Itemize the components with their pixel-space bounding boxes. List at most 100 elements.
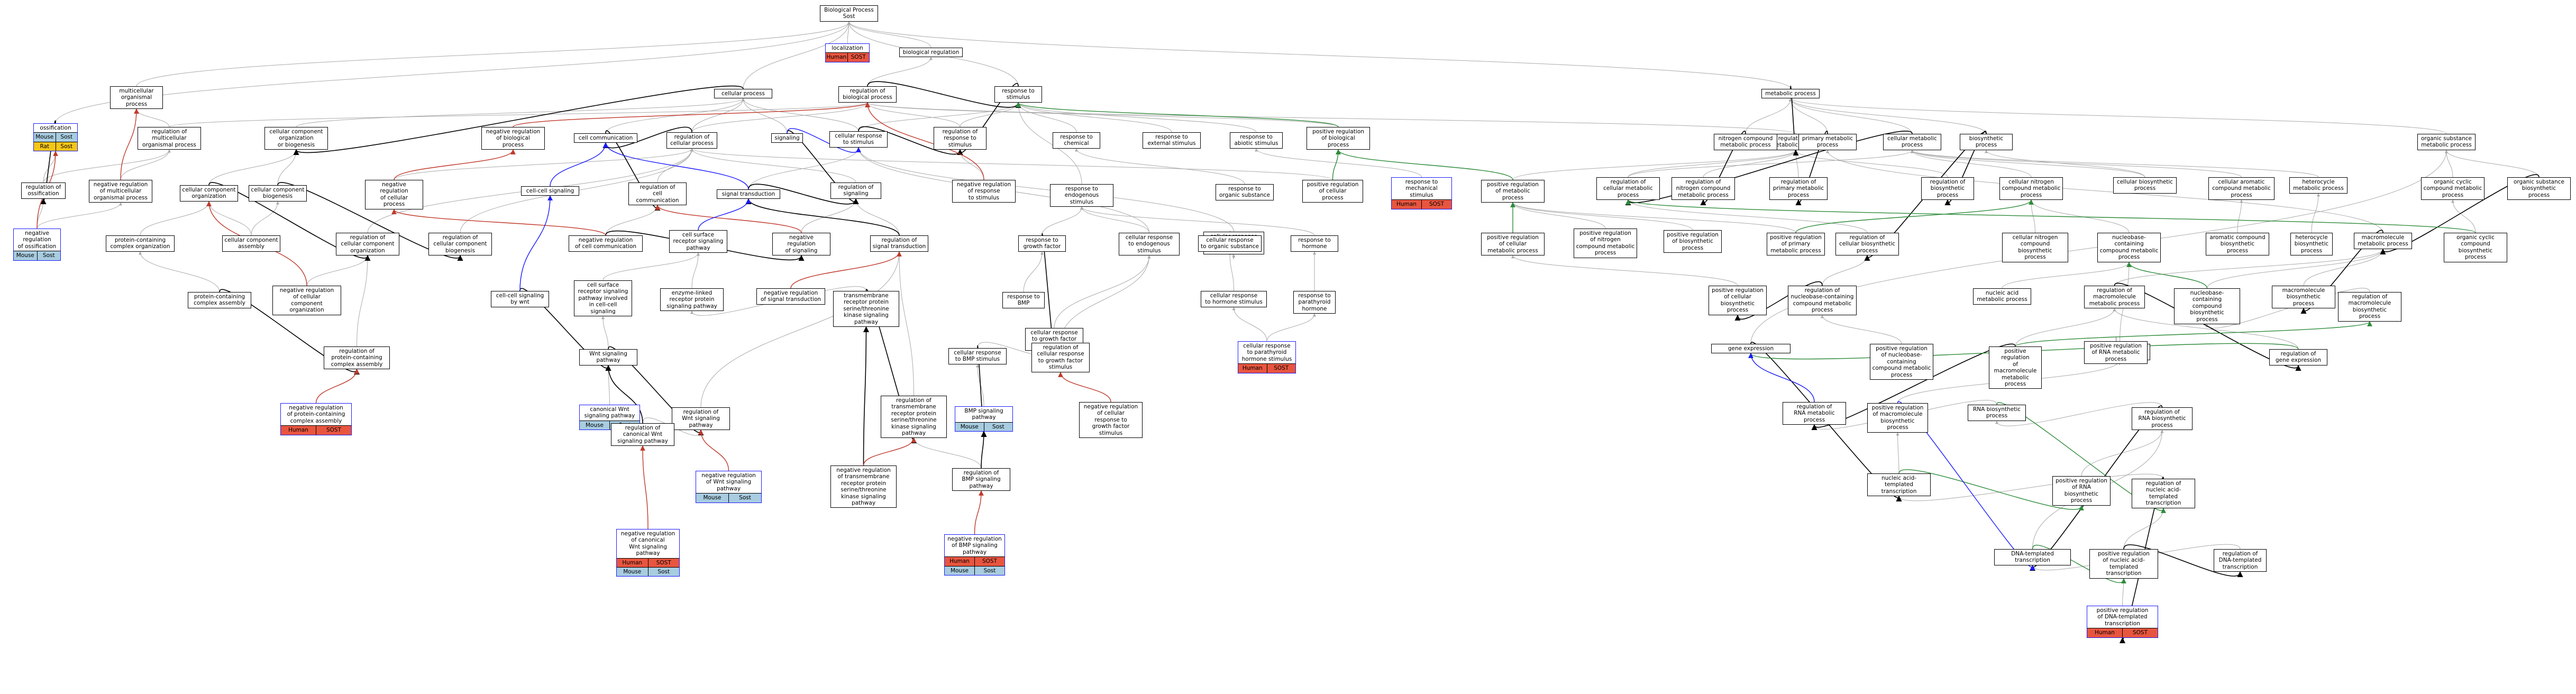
go-term-node[interactable]: negative regulation of transmembrane rec… [830, 465, 897, 508]
go-term-node[interactable]: cellular response to parathyroid hormone… [1238, 341, 1296, 373]
go-term-node[interactable]: signal transduction [717, 189, 780, 199]
go-term-node[interactable]: positive regulation of macromolecule bio… [1867, 403, 1928, 433]
go-term-node[interactable]: negative regulation of multicellular org… [89, 180, 152, 203]
go-term-node[interactable]: negative regulation of Wnt signaling pat… [696, 471, 762, 503]
go-term-node[interactable]: negative regulation of cell communicatio… [569, 235, 643, 252]
go-term-node[interactable]: positive regulation of primary metabolic… [1767, 233, 1825, 256]
go-term-node[interactable]: regulation of BMP signaling pathway [952, 468, 1010, 491]
go-term-node[interactable]: RNA biosynthetic process [1968, 405, 2026, 421]
go-term-node[interactable]: regulation of transmembrane receptor pro… [881, 396, 947, 439]
go-term-node[interactable]: regulation of cellular process [666, 132, 717, 149]
go-term-node[interactable]: negative regulation of BMP signaling pat… [944, 534, 1005, 576]
go-term-node[interactable]: transmembrane receptor protein serine/th… [833, 291, 899, 327]
go-term-node[interactable]: response to parathyroid hormone [1293, 291, 1336, 314]
go-term-node[interactable]: response to hormone [1291, 235, 1338, 252]
go-term-node[interactable]: regulation of nucleobase-containing comp… [1788, 286, 1857, 315]
go-term-node[interactable]: cell communication [574, 133, 637, 143]
go-term-node[interactable]: regulation of Wnt signaling pathway [672, 407, 730, 431]
go-term-node[interactable]: cellular response to organic substance [1198, 235, 1262, 252]
go-term-node[interactable]: multicellular organismal process [110, 86, 163, 109]
go-term-node[interactable]: response to abiotic stimulus [1230, 132, 1283, 149]
go-term-node[interactable]: regulation of signal transduction [870, 235, 928, 252]
go-term-node[interactable]: cellular response to hormone stimulus [1201, 291, 1267, 307]
go-term-node[interactable]: regulation of cellular biosynthetic proc… [1835, 233, 1899, 256]
go-term-node[interactable]: cellular response to endogenous stimulus [1119, 233, 1180, 256]
go-term-node[interactable]: positive regulation of macromolecule met… [1989, 346, 2042, 389]
go-term-node[interactable]: regulation of cellular component organiz… [336, 233, 399, 256]
go-term-node[interactable]: cellular component biogenesis [249, 185, 307, 202]
go-term-node[interactable]: positive regulation of cellular biosynth… [1709, 286, 1767, 315]
go-term-node[interactable]: regulation of RNA biosynthetic process [2132, 407, 2193, 431]
go-term-node[interactable]: cell surface receptor signaling pathway [669, 230, 727, 253]
go-term-node[interactable]: Biological Process Sost [820, 5, 878, 22]
go-term-node[interactable]: DNA-templated transcription [1994, 549, 2071, 565]
go-term-node[interactable]: regulation of macromolecule biosynthetic… [2338, 292, 2401, 322]
go-term-node[interactable]: regulation of ossification [21, 182, 66, 199]
go-term-node[interactable]: regulation of gene expression [2269, 349, 2327, 366]
go-term-node[interactable]: cellular response to BMP stimulus [948, 348, 1007, 364]
go-term-node[interactable]: protein-containing complex assembly [188, 292, 251, 308]
go-term-node[interactable]: response to growth factor [1018, 235, 1066, 252]
go-term-node[interactable]: positive regulation of nucleic acid-temp… [2089, 549, 2158, 579]
go-term-node[interactable]: regulation of nucleic acid-templated tra… [2132, 479, 2195, 508]
go-term-node[interactable]: positive regulation of biological proces… [1307, 127, 1370, 150]
go-term-node[interactable]: regulation of nitrogen compound metaboli… [1671, 177, 1735, 200]
go-term-node[interactable]: positive regulation of nitrogen compound… [1574, 229, 1637, 258]
go-term-node[interactable]: cellular biosynthetic process [2113, 177, 2177, 194]
go-term-node[interactable]: regulation of primary metabolic process [1769, 177, 1828, 200]
go-term-node[interactable]: regulation of cell communication [628, 182, 687, 206]
go-term-node[interactable]: protein-containing complex organization [106, 235, 175, 252]
go-term-node[interactable]: organic cyclic compound biosynthetic pro… [2444, 233, 2507, 262]
go-term-node[interactable]: heterocycle metabolic process [2289, 177, 2347, 194]
go-term-node[interactable]: regulation of cellular metabolic process [1596, 177, 1660, 200]
go-term-node[interactable]: regulation of macromolecule metabolic pr… [2084, 286, 2145, 309]
go-term-node[interactable]: positive regulation of metabolic process [1481, 180, 1545, 203]
go-term-node[interactable]: regulation of response to stimulus [934, 127, 986, 150]
go-term-node[interactable]: cellular component organization [180, 185, 238, 202]
go-term-node[interactable]: cell-cell signaling by wnt [491, 291, 549, 307]
go-term-node[interactable]: regulation of cellular component biogene… [428, 233, 492, 256]
go-term-node[interactable]: response to endogenous stimulus [1050, 184, 1113, 207]
go-term-node[interactable]: metabolic process [1761, 89, 1820, 99]
go-term-node[interactable]: cell-cell signaling [521, 186, 579, 196]
go-term-node[interactable]: nucleic acid metabolic process [1973, 288, 2031, 305]
go-term-node[interactable]: positive regulation of cellular process [1302, 180, 1363, 203]
go-term-node[interactable]: response to stimulus [994, 86, 1042, 103]
go-term-node[interactable]: organic substance biosynthetic process [2507, 177, 2571, 200]
go-term-node[interactable]: positive regulation of RNA biosynthetic … [2052, 476, 2111, 506]
go-term-node[interactable]: regulation of biological process [838, 86, 897, 103]
go-term-node[interactable]: nucleobase-containing compound metabolic… [2097, 233, 2161, 262]
go-term-node[interactable]: regulation of canonical Wnt signaling pa… [611, 423, 674, 446]
go-term-node[interactable]: response to external stimulus [1143, 132, 1201, 149]
go-term-node[interactable]: regulation of biosynthetic process [1921, 177, 1974, 200]
go-term-node[interactable]: primary metabolic process [1798, 134, 1857, 150]
go-term-node[interactable]: cell surface receptor signaling pathway … [574, 280, 632, 316]
go-term-node[interactable]: cellular nitrogen compound metabolic pro… [1999, 177, 2063, 200]
go-term-node[interactable]: cellular component assembly [222, 235, 280, 252]
go-term-node[interactable]: heterocycle biosynthetic process [2290, 233, 2333, 256]
go-term-node[interactable]: enzyme-linked receptor protein signaling… [660, 288, 724, 312]
go-term-node[interactable]: negative regulation of biological proces… [481, 127, 545, 150]
go-term-node[interactable]: cellular response to stimulus [829, 131, 888, 148]
go-term-node[interactable]: cellular metabolic process [1883, 134, 1941, 150]
go-term-node[interactable]: positive regulation of nucleobase-contai… [1870, 344, 1933, 380]
go-term-node[interactable]: response to chemical [1053, 132, 1100, 149]
go-term-node[interactable]: positive regulation of DNA-templated tra… [2087, 606, 2158, 638]
go-term-node[interactable]: negative regulation of signaling [772, 233, 830, 256]
go-term-node[interactable]: nucleobase-containing compound biosynthe… [2174, 288, 2240, 324]
go-term-node[interactable]: organic cyclic compound metabolic proces… [2421, 177, 2484, 200]
go-term-node[interactable]: aromatic compound biosynthetic process [2206, 233, 2269, 256]
go-term-node[interactable]: positive regulation of cellular metaboli… [1481, 233, 1545, 256]
go-term-node[interactable]: regulation of signaling [830, 182, 881, 199]
go-term-node[interactable]: positive regulation of biosynthetic proc… [1664, 230, 1722, 253]
go-term-node[interactable]: nucleic acid-templated transcription [1867, 473, 1931, 497]
go-term-node[interactable]: biosynthetic process [1960, 134, 2013, 150]
go-term-node[interactable]: regulation of RNA metabolic process [1783, 402, 1846, 425]
go-term-node[interactable]: response to organic substance [1216, 184, 1274, 200]
go-term-node[interactable]: gene expression [1711, 344, 1791, 354]
go-term-node[interactable]: negative regulation of response to stimu… [952, 180, 1016, 203]
